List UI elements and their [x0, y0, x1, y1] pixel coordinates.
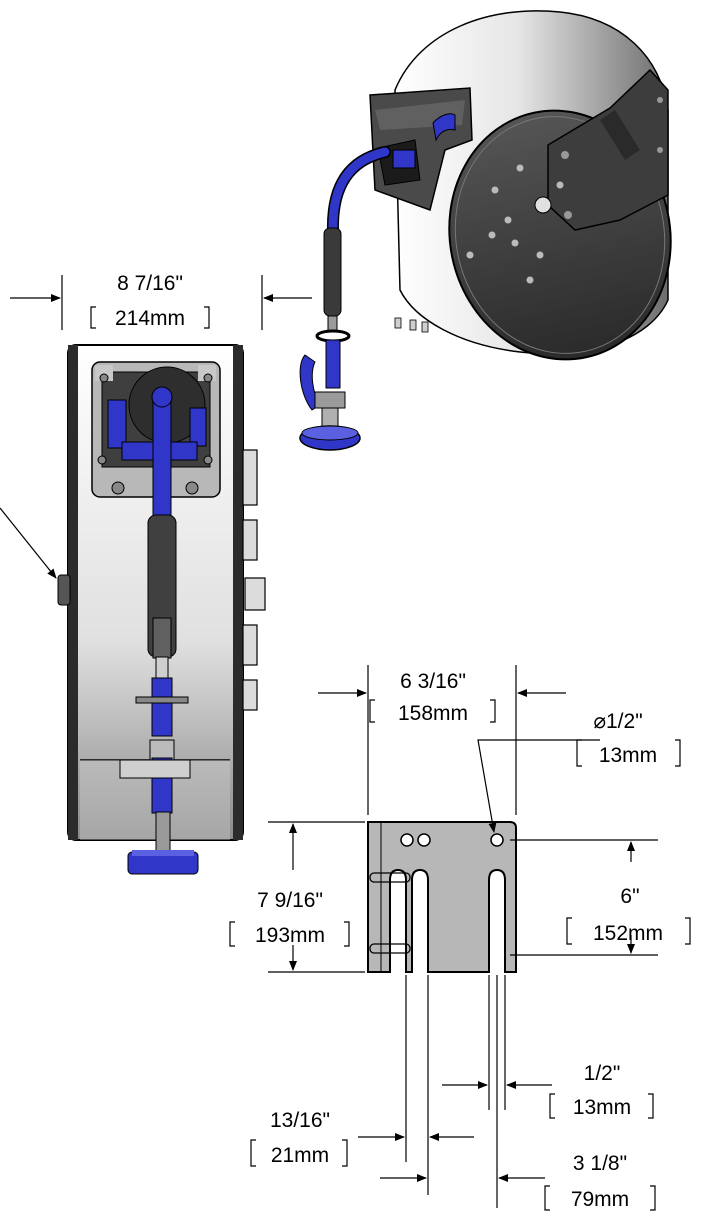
bracket-hole-1 [400, 833, 414, 847]
front-hose [152, 394, 172, 521]
hole-diameter-symbol: ⌀ [593, 710, 606, 733]
bracket-width-metric: 158mm [398, 702, 468, 725]
hole-spacing-imperial: 6" [620, 885, 639, 908]
metric-brackets [90, 306, 691, 1211]
slot-offset-imperial: 3 1/8" [573, 1152, 627, 1175]
reel-width-imperial: 8 7/16" [117, 272, 183, 295]
bracket-height-imperial: 7 9/16" [257, 889, 323, 912]
reel-width-metric: 214mm [115, 307, 185, 330]
hole-diameter-imperial: 1/2" [606, 710, 643, 733]
slot-spacing-imperial: 13/16" [270, 1109, 330, 1132]
reel-front-view [57, 344, 266, 875]
hole-spacing-metric: 152mm [593, 922, 663, 945]
hole-diameter-metric: 13mm [599, 744, 657, 767]
reel-mount-bracket [547, 68, 669, 231]
bracket-view [367, 821, 517, 973]
reel-hub [534, 196, 552, 214]
slot-width-metric: 13mm [573, 1096, 631, 1119]
side-knob [57, 574, 71, 606]
dimension-lines [0, 275, 658, 1208]
bracket-hole-2 [417, 833, 431, 847]
bracket-height-metric: 193mm [255, 924, 325, 947]
reel-isometric-view [299, 10, 672, 451]
bracket-hole-3 [490, 833, 504, 847]
dimension-labels: 8 7/16" 214mm 6 3/16" 158mm ⌀ 1/2" 13mm … [115, 272, 663, 1211]
slot-offset-metric: 79mm [571, 1188, 629, 1211]
slot-spacing-metric: 21mm [271, 1144, 329, 1167]
bracket-width-imperial: 6 3/16" [400, 670, 466, 693]
mounting-bracket-plate [367, 821, 517, 973]
slot-width-imperial: 1/2" [584, 1062, 621, 1085]
